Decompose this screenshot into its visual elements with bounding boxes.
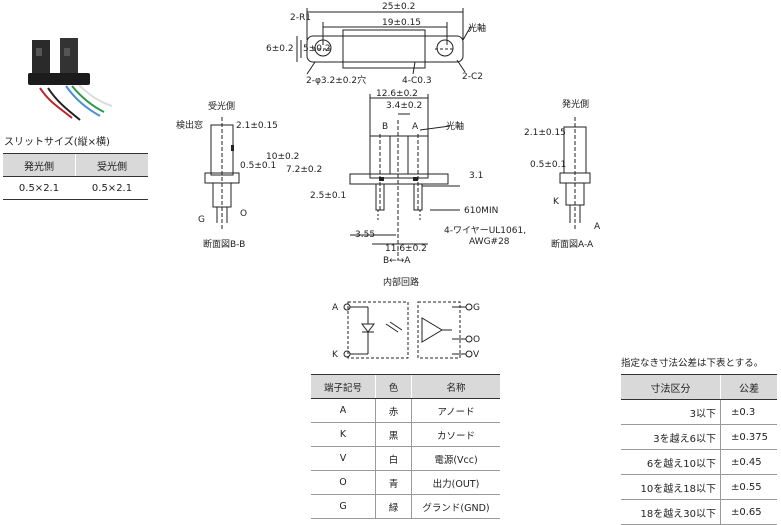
pin-assignment-table: 端子記号 色 名称 A 赤 アノード K 黒 カソード V 白 電源(Vcc) … <box>311 374 500 519</box>
pin-header-color: 色 <box>375 374 412 399</box>
pin-color: 黒 <box>375 422 412 447</box>
o-pin-b: O <box>240 209 248 219</box>
pin-name: カソード <box>411 422 500 447</box>
pin-symbol: V <box>311 446 376 471</box>
tol-value: ±0.3 <box>720 399 777 425</box>
table-row: G 緑 グランド(GND) <box>311 494 500 519</box>
pin-name: グランド(GND) <box>411 494 500 519</box>
circuit-pin-k: K <box>332 350 338 360</box>
h05-a-label: 0.5±0.1 <box>530 160 567 170</box>
optical-axis-front-label: 光軸 <box>446 122 465 132</box>
tol-value: ±0.45 <box>720 449 777 475</box>
product-photo <box>28 38 113 121</box>
pin-symbol: O <box>311 470 376 495</box>
detection-window-label: 検出窓 <box>176 121 204 131</box>
hole-label: 2-φ3.2±0.2穴 <box>306 76 367 86</box>
pin-symbol: K <box>311 422 376 447</box>
pitch-19-label: 19±0.15 <box>382 18 422 28</box>
height-5-label: 5±0.2 <box>303 44 331 54</box>
slit-value-receiver: 0.5×2.1 <box>75 176 148 200</box>
table-row: 10を越え18以下 ±0.55 <box>621 474 777 500</box>
d31-label: 3.1 <box>469 171 484 181</box>
front-view-drawing <box>349 94 460 260</box>
height-6-label: 6±0.2 <box>266 44 294 54</box>
table-row: V 白 電源(Vcc) <box>311 446 500 471</box>
h10-label: 10±0.2 <box>266 152 300 162</box>
section-b-caption: 断面図B-B <box>203 240 246 250</box>
emitter-side-label-a: 発光側 <box>562 100 590 110</box>
w21-b-label: 2.1±0.15 <box>236 121 278 131</box>
w126-label: 12.6±0.2 <box>376 89 418 99</box>
slit-size-title: スリットサイズ(縦×横) <box>4 137 110 148</box>
pin-color: 青 <box>375 470 412 495</box>
pin-name: 電源(Vcc) <box>411 446 500 471</box>
pin-color: 白 <box>375 446 412 471</box>
circuit-pin-a: A <box>332 303 339 313</box>
table-row: 3以下 ±0.3 <box>621 399 777 425</box>
c03-label: 4-C0.3 <box>402 76 432 86</box>
pin-name: アノード <box>411 398 500 423</box>
c2-label: 2-C2 <box>462 72 483 82</box>
w21-a-label: 2.1±0.15 <box>524 128 566 138</box>
receiver-side-label-b: 受光側 <box>208 102 236 112</box>
pin-header-name: 名称 <box>411 374 500 399</box>
circuit-pin-o: O <box>473 335 481 345</box>
h25-label: 2.5±0.1 <box>310 191 347 201</box>
optical-axis-top-label: 光軸 <box>468 24 487 34</box>
pin-color: 赤 <box>375 398 412 423</box>
circuit-title: 内部回路 <box>383 278 420 288</box>
tol-value: ±0.55 <box>720 474 777 500</box>
w116-label: 11.6±0.2 <box>385 244 427 254</box>
internal-circuit-diagram <box>343 301 473 359</box>
section-a-caption: 断面図A-A <box>551 240 594 250</box>
min610-label: 610MIN <box>464 206 499 216</box>
pin-color: 緑 <box>375 494 412 519</box>
r1-label: 2-R1 <box>290 13 311 23</box>
w34-label: 3.4±0.2 <box>386 101 423 111</box>
slit-header-receiver: 受光側 <box>75 153 148 177</box>
b-mark-top: B <box>382 122 389 132</box>
tol-range: 18を越え30以下 <box>621 499 721 525</box>
tol-range: 6を越え10以下 <box>621 449 721 475</box>
tol-value: ±0.65 <box>720 499 777 525</box>
k-pin-a: K <box>553 197 559 207</box>
wire-label: 4-ワイヤーUL1061, <box>444 226 527 236</box>
a-pin-a: A <box>594 222 601 232</box>
d355-label: 3.55 <box>355 230 376 240</box>
table-row: A 赤 アノード <box>311 398 500 423</box>
tol-range: 10を越え18以下 <box>621 474 721 500</box>
tol-range: 3以下 <box>621 399 721 425</box>
table-row: K 黒 カソード <box>311 422 500 447</box>
tol-range: 3を越え6以下 <box>621 424 721 450</box>
awg-label: AWG#28 <box>469 237 510 247</box>
circuit-pin-v: V <box>473 350 480 360</box>
slit-size-table: 発光側 受光側 0.5×2.1 0.5×2.1 <box>3 153 148 200</box>
table-row: 18を越え30以下 ±0.65 <box>621 499 777 525</box>
tol-value: ±0.375 <box>720 424 777 450</box>
tol-header-range: 寸法区分 <box>621 374 721 400</box>
g-pin-b: G <box>198 215 205 225</box>
width-25-label: 25±0.2 <box>382 2 416 12</box>
tol-header-tolerance: 公差 <box>720 374 777 400</box>
slit-value-emitter: 0.5×2.1 <box>3 176 76 200</box>
section-line-label: B←→A <box>383 256 411 266</box>
a-mark-top: A <box>412 122 419 132</box>
table-row: 3を越え6以下 ±0.375 <box>621 424 777 450</box>
table-row: 6を越え10以下 ±0.45 <box>621 449 777 475</box>
pin-symbol: G <box>311 494 376 519</box>
h72-label: 7.2±0.2 <box>286 165 323 175</box>
circuit-pin-g: G <box>473 303 480 313</box>
pin-name: 出力(OUT) <box>411 470 500 495</box>
top-view-drawing <box>296 8 472 75</box>
section-a-drawing <box>559 117 591 230</box>
tolerance-note: 指定なき寸法公差は下表とする。 <box>621 358 764 369</box>
slit-header-emitter: 発光側 <box>3 153 76 177</box>
h05-b-label: 0.5±0.1 <box>240 161 277 171</box>
pin-symbol: A <box>311 398 376 423</box>
pin-header-symbol: 端子記号 <box>311 374 376 399</box>
table-row: O 青 出力(OUT) <box>311 470 500 495</box>
section-b-drawing <box>204 117 240 230</box>
tolerance-table: 寸法区分 公差 3以下 ±0.3 3を越え6以下 ±0.375 6を越え10以下… <box>621 374 777 525</box>
